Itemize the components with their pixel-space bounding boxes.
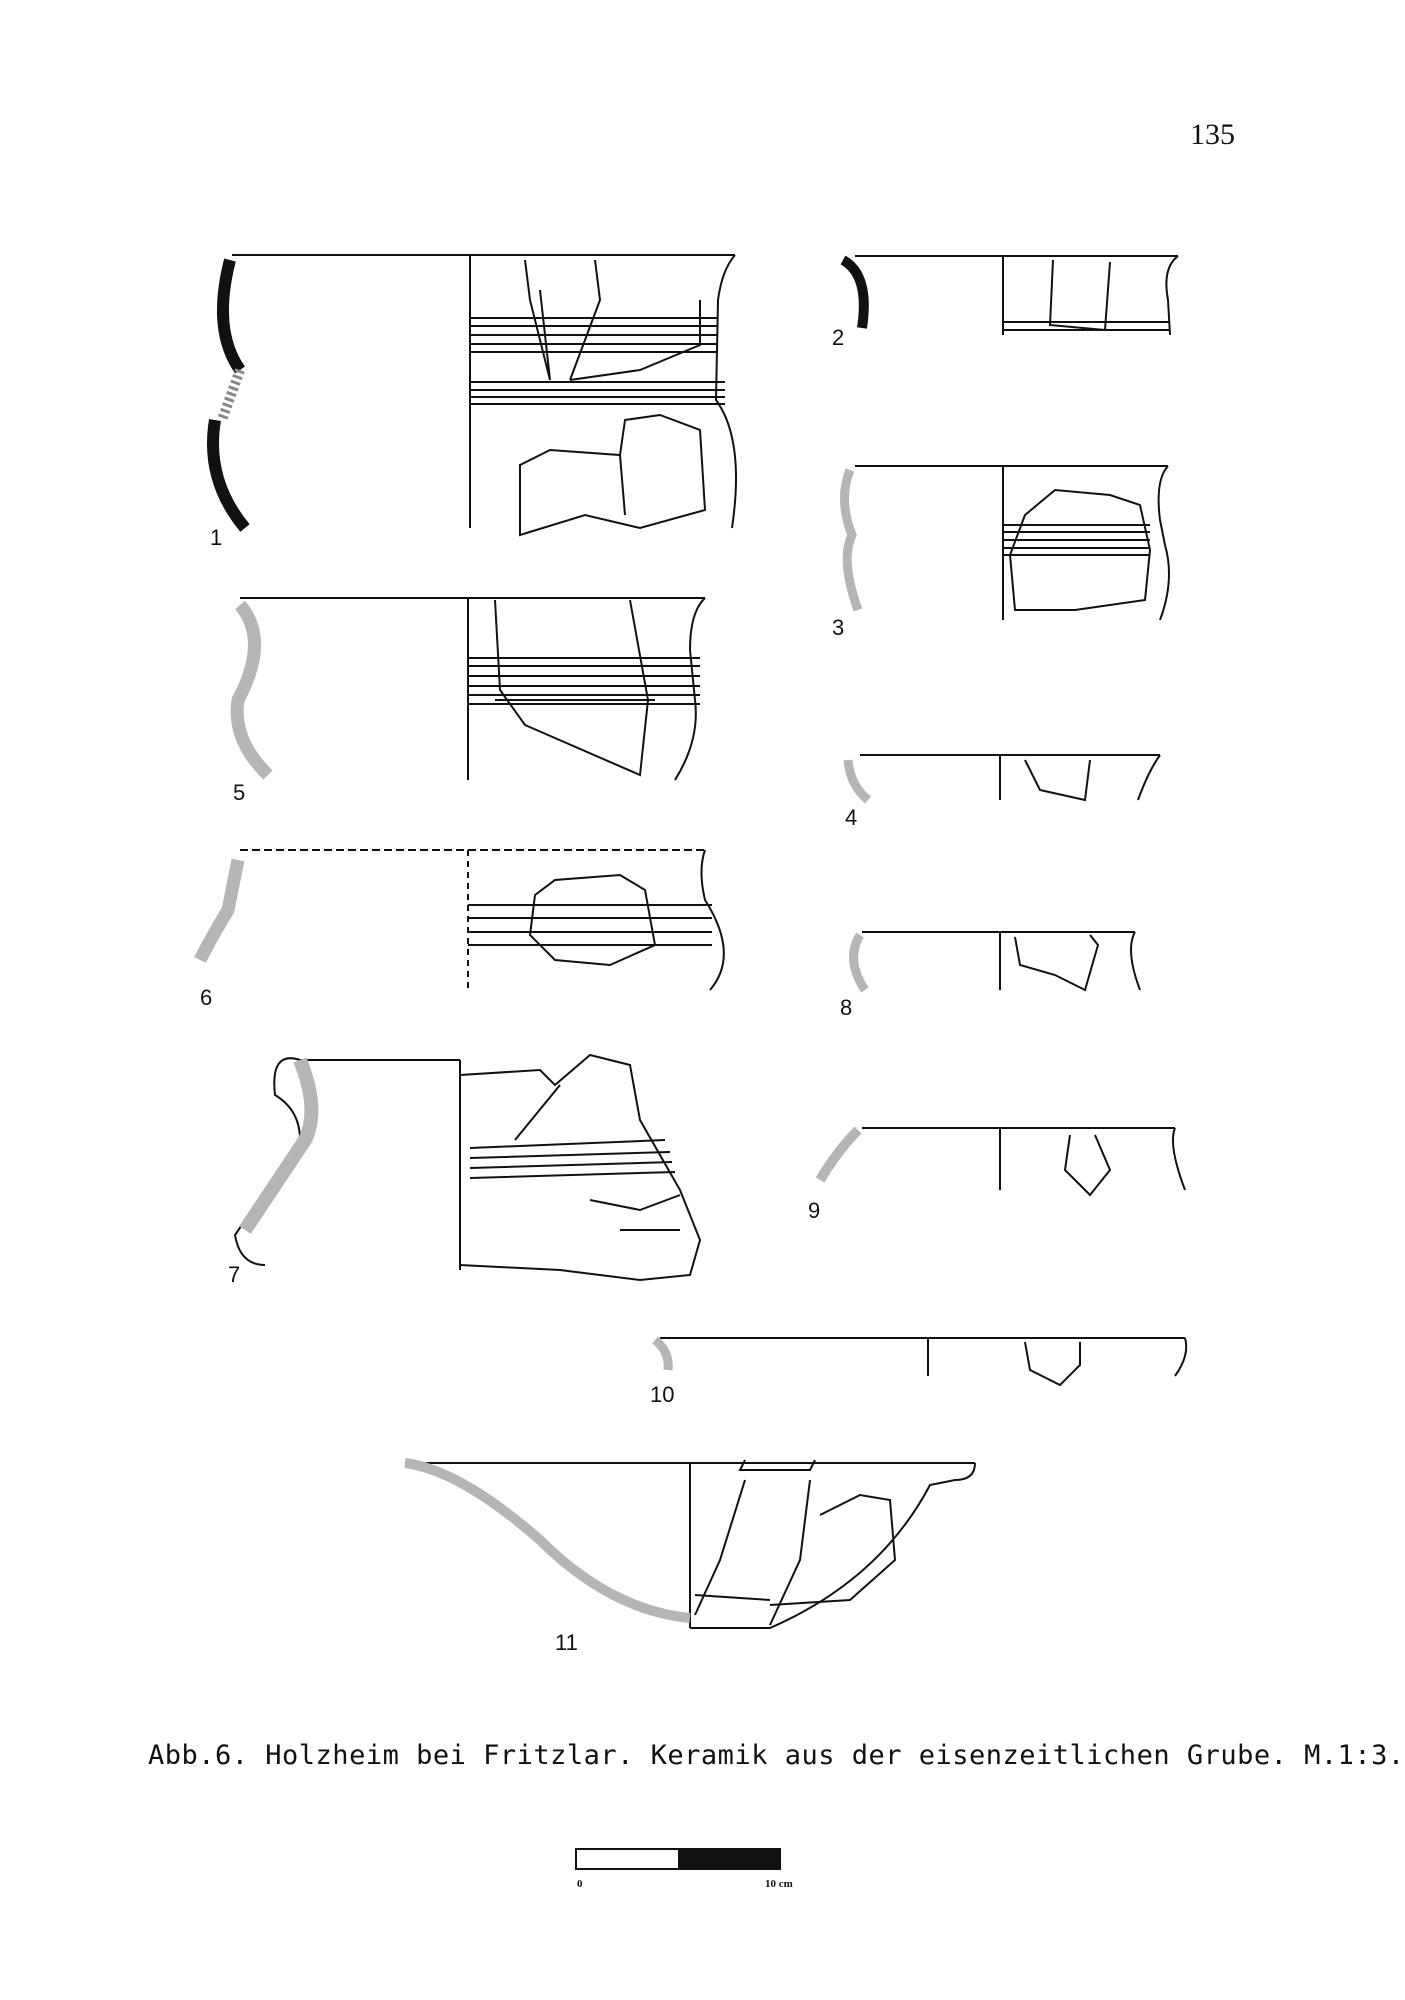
- vessel-8-drawing: [849, 931, 1141, 993]
- vessel-6-drawing: [194, 849, 725, 991]
- scale-end-label: 10 cm: [765, 1878, 793, 1890]
- pottery-plate: 1 2 3 4: [194, 254, 1188, 1655]
- figure-label-11: 11: [555, 1630, 578, 1655]
- scale-bar-white-segment: [577, 1850, 678, 1868]
- figure-label-7: 7: [228, 1262, 240, 1287]
- figure-label-4: 4: [845, 805, 857, 830]
- vessel-5-drawing: [230, 597, 706, 781]
- figure-label-9: 9: [808, 1198, 820, 1223]
- vessel-9-drawing: [815, 1126, 1186, 1197]
- figure-label-10: 10: [650, 1382, 674, 1407]
- figure-label-5: 5: [233, 780, 245, 805]
- vessel-3-drawing: [839, 465, 1170, 621]
- page-number: 135: [1190, 118, 1235, 151]
- vessel-7-drawing: [233, 1053, 702, 1282]
- figure-caption: Abb.6. Holzheim bei Fritzlar. Keramik au…: [148, 1740, 1405, 1771]
- vessel-2-drawing: [840, 255, 1179, 336]
- figure-label-6: 6: [200, 985, 212, 1010]
- figure-label-2: 2: [832, 325, 844, 350]
- vessel-11-drawing: [404, 1458, 976, 1629]
- scale-bar: [575, 1848, 781, 1870]
- vessel-1-drawing: [207, 254, 737, 537]
- figure-label-8: 8: [840, 995, 852, 1020]
- vessel-10-drawing: [652, 1336, 1188, 1387]
- vessel-4-drawing: [843, 754, 1161, 804]
- scale-start-label: 0: [577, 1878, 583, 1890]
- figure-label-3: 3: [832, 615, 844, 640]
- figure-label-1: 1: [210, 525, 222, 550]
- scale-bar-black-segment: [678, 1850, 779, 1868]
